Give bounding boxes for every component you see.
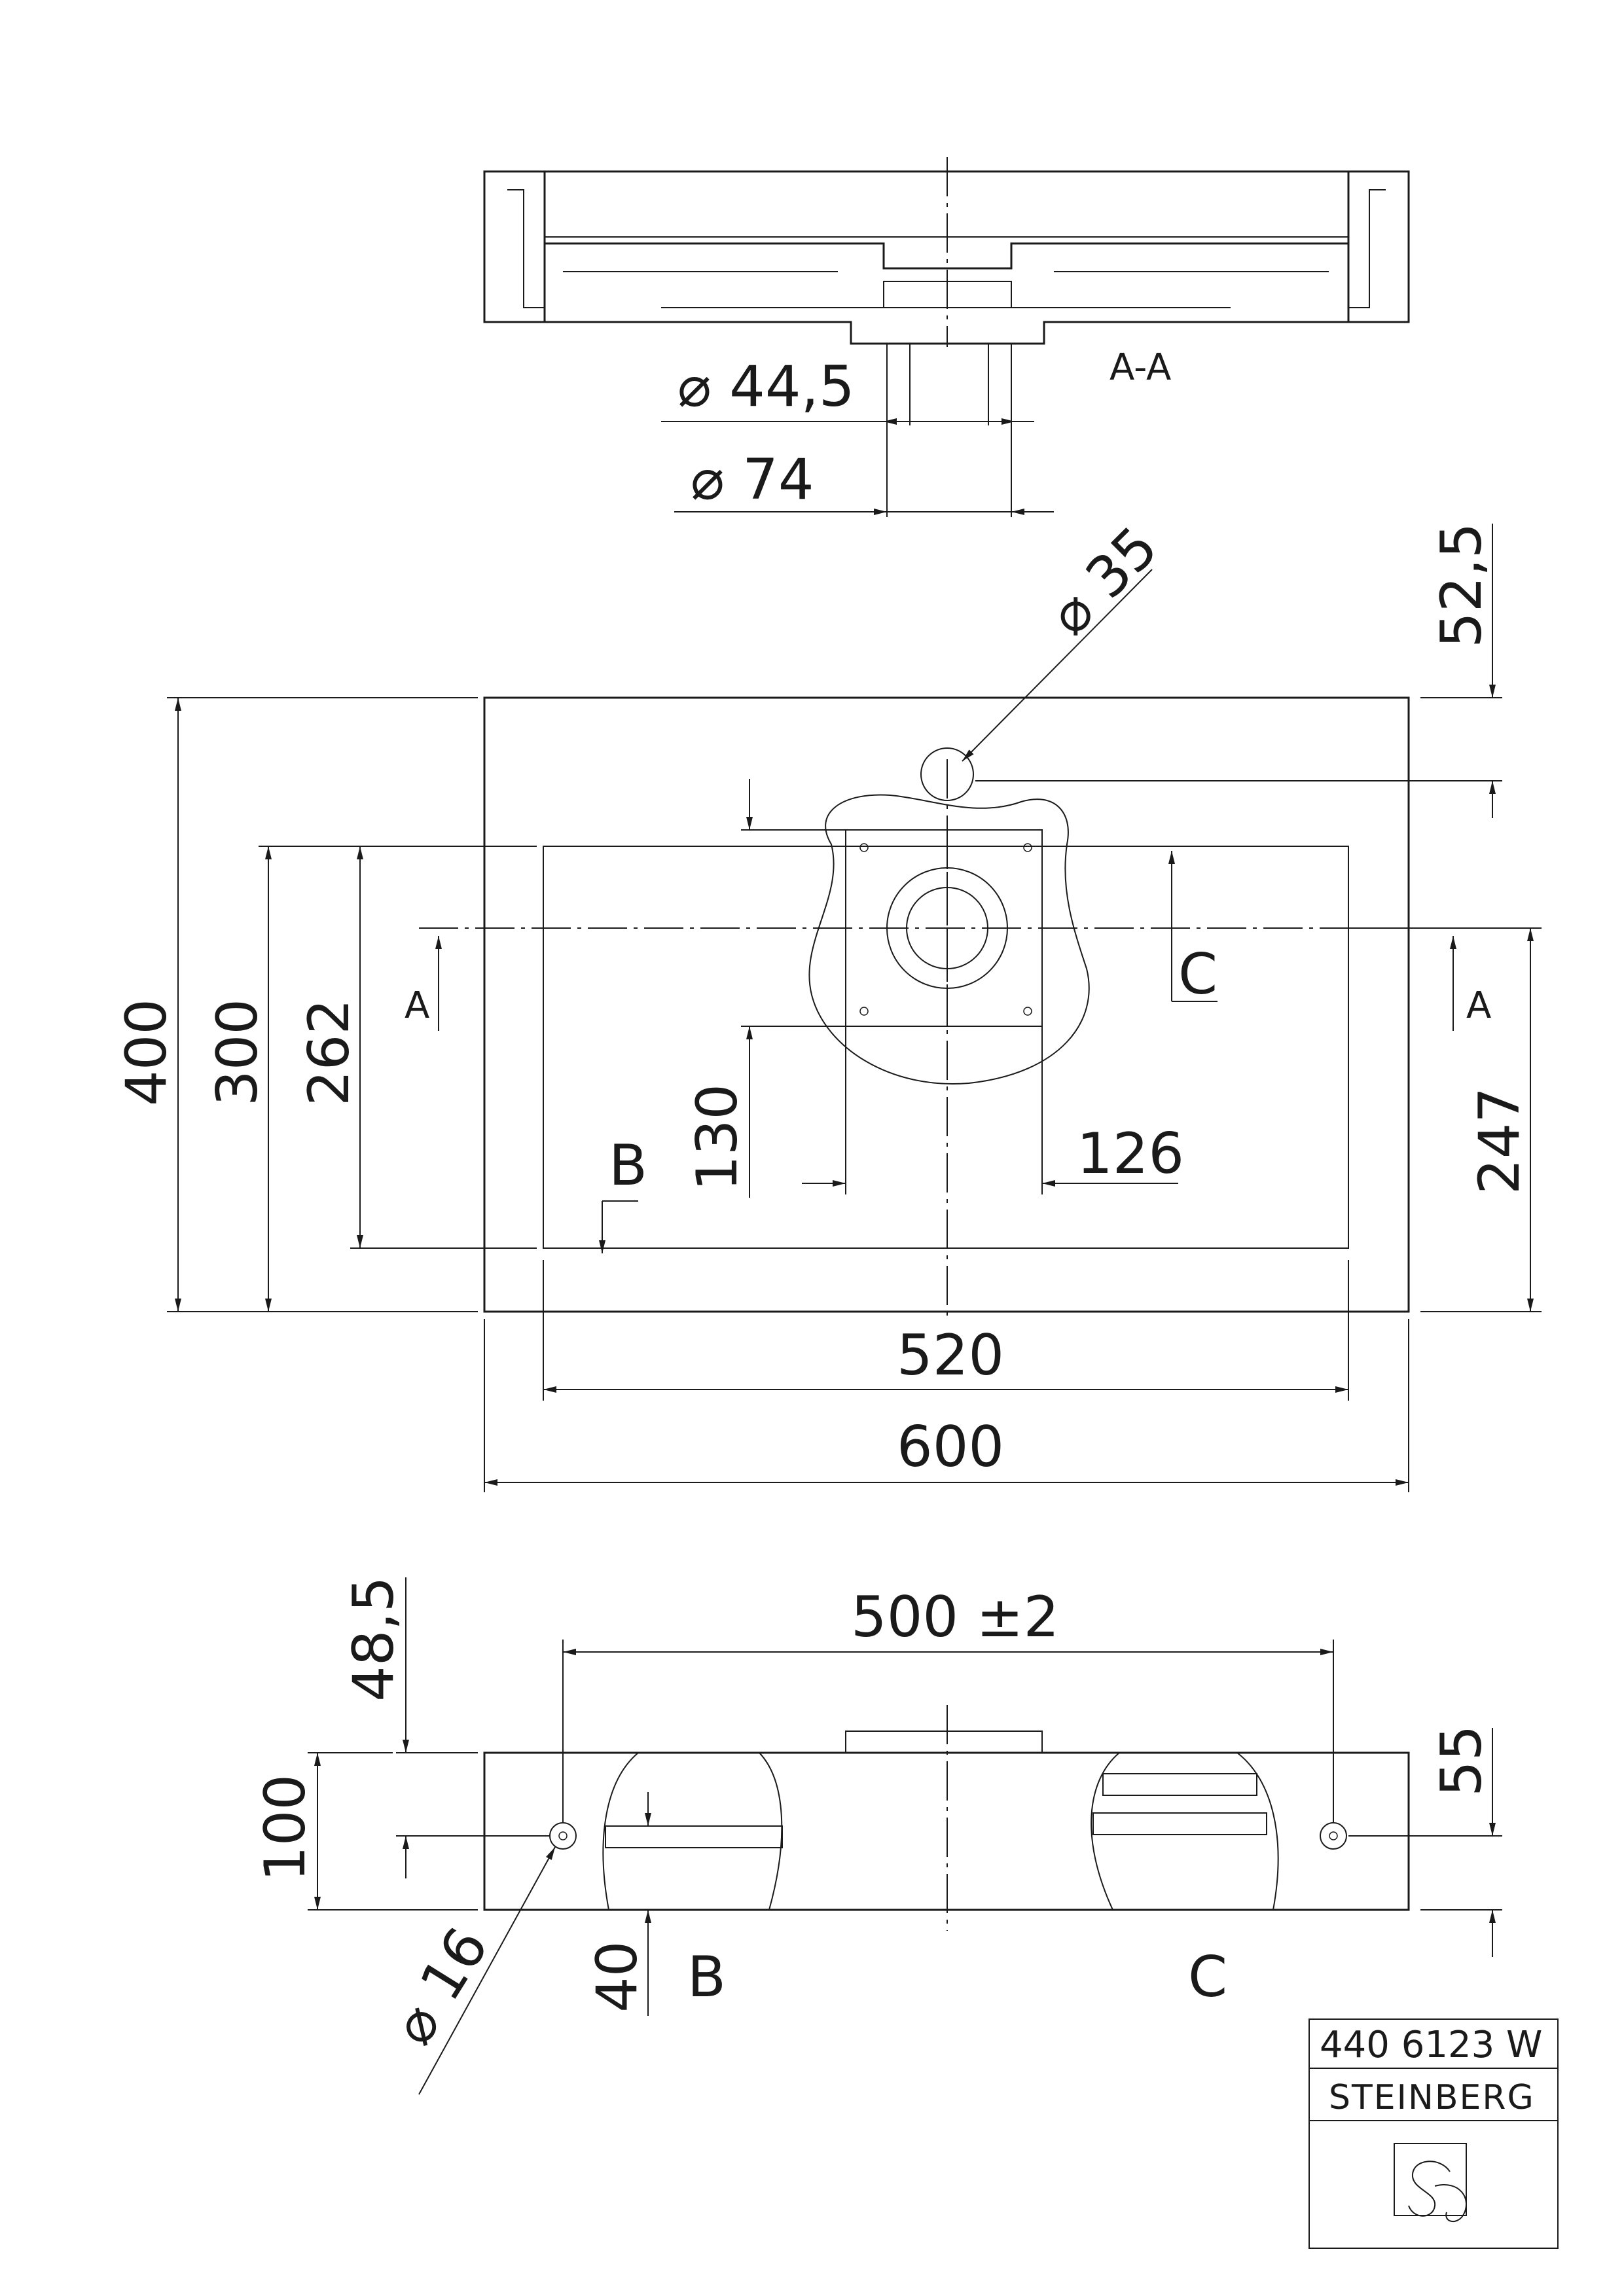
cutaway-right-edge: [1091, 1752, 1120, 1910]
section-right-step: [1348, 189, 1386, 308]
fixing-hole-left: [549, 1822, 577, 1850]
cutaway-left-edge-2: [759, 1752, 783, 1910]
dim-130: 130: [685, 1084, 750, 1191]
section-mark-left: A: [405, 984, 429, 1027]
plan-basin: [543, 846, 1349, 1249]
plate-screw: [859, 1007, 869, 1016]
title-block: 440 6123 W STEINBERG: [1308, 2018, 1559, 2249]
cutaway-left-slab: [605, 1825, 783, 1848]
section-view: A-A ⌀ 44,5 ⌀ 74: [483, 157, 1410, 517]
section-outlet-lines: [886, 344, 1012, 517]
dim-40: 40: [585, 1941, 650, 2013]
plate-screw: [1023, 843, 1032, 852]
steinberg-logo: [1394, 2143, 1467, 2222]
dim-400: 400: [114, 999, 179, 1106]
fixing-hole-right: [1320, 1822, 1347, 1850]
cutaway-right-slab-2: [1092, 1812, 1267, 1835]
title-block-frame: [1308, 2018, 1559, 2249]
section-drain: [883, 281, 1012, 308]
section-mark-right: A: [1466, 984, 1491, 1027]
dim-52-5: 52,5: [1429, 523, 1494, 648]
elevation-view-b-label: B: [687, 1945, 726, 2010]
dim-126: 126: [1077, 1121, 1184, 1187]
section-left-step: [507, 189, 545, 308]
section-inner-line: [544, 236, 1349, 243]
cutaway-right-edge-2: [1236, 1752, 1279, 1910]
fixing-hole-right-center: [1329, 1831, 1338, 1840]
section-left-wall: [483, 170, 546, 323]
part-number: 440 6123 W: [1320, 2024, 1542, 2066]
dim-35: ⌀ 35: [1037, 514, 1170, 648]
dim-500: 500 ±2: [851, 1585, 1059, 1650]
dim-44-5: ⌀ 44,5: [677, 354, 855, 420]
leader-35: [962, 569, 1153, 762]
view-b-label: B: [609, 1133, 647, 1198]
dim-247: 247: [1467, 1087, 1532, 1194]
dim-262: 262: [297, 999, 362, 1106]
dim-100: 100: [253, 1774, 318, 1882]
dim-600: 600: [897, 1414, 1004, 1480]
dim-74: ⌀ 74: [691, 447, 814, 512]
dim-16: ⌀ 16: [380, 1916, 501, 2056]
cutaway-right-slab-1: [1102, 1773, 1257, 1796]
plate-screw: [1023, 1007, 1032, 1016]
elevation-view: 500 ±2 48,5 100 55 ⌀ 16 40 B C: [253, 1577, 1502, 2095]
section-base: [543, 242, 1350, 345]
drain-plate: [845, 829, 1043, 1027]
elevation-drain-top: [845, 1731, 1043, 1753]
leader-16: [418, 1846, 556, 2095]
section-label: A-A: [1110, 346, 1171, 389]
brand-name: STEINBERG: [1329, 2078, 1535, 2117]
plate-screw: [859, 843, 869, 852]
dim-55: 55: [1429, 1725, 1494, 1797]
fixing-hole-left-center: [558, 1831, 568, 1840]
section-right-wall: [1347, 170, 1410, 323]
plan-view: ⌀ 35 52,5 400 300 262 130 126: [114, 514, 1542, 1492]
dim-520: 520: [897, 1323, 1004, 1388]
tap-hole: [920, 747, 974, 801]
dim-48-5: 48,5: [341, 1577, 406, 1702]
dim-300: 300: [205, 999, 270, 1106]
drain-outline: [808, 794, 1090, 1085]
elevation-view-c-label: C: [1188, 1945, 1227, 2010]
cutaway-left-edge: [602, 1752, 639, 1910]
view-c-label: C: [1178, 942, 1218, 1007]
